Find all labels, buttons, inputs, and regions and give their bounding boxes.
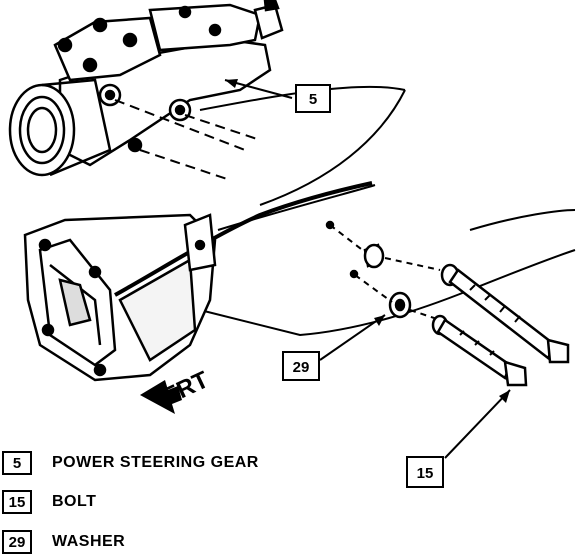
callout-15-number: 15 xyxy=(417,465,434,482)
bolts-and-washers xyxy=(325,220,570,387)
legend-label: POWER STEERING GEAR xyxy=(52,454,259,471)
leader-lines xyxy=(224,79,511,459)
legend-number: 29 xyxy=(2,530,32,554)
frame-bracket xyxy=(23,181,373,382)
alignment-lines xyxy=(114,99,261,181)
legend-label: BOLT xyxy=(52,493,97,510)
legend-number: 15 xyxy=(2,490,32,514)
frame-rail xyxy=(199,85,576,337)
callout-15: 15 xyxy=(406,456,444,488)
legend-row-15: 15 BOLT xyxy=(2,488,96,516)
legend-label: WASHER xyxy=(52,533,126,550)
direction-label: FRT xyxy=(159,366,213,410)
callout-5: 5 xyxy=(295,84,331,113)
callout-5-number: 5 xyxy=(309,91,317,108)
leader-arrowheads xyxy=(225,79,510,403)
legend-row-29: 29 WASHER xyxy=(2,528,125,556)
power-steering-gear xyxy=(8,0,284,177)
legend-row-5: 5 POWER STEERING GEAR xyxy=(2,449,259,477)
callout-29-number: 29 xyxy=(293,359,310,376)
legend-number: 5 xyxy=(2,451,32,475)
callout-29: 29 xyxy=(282,351,320,381)
